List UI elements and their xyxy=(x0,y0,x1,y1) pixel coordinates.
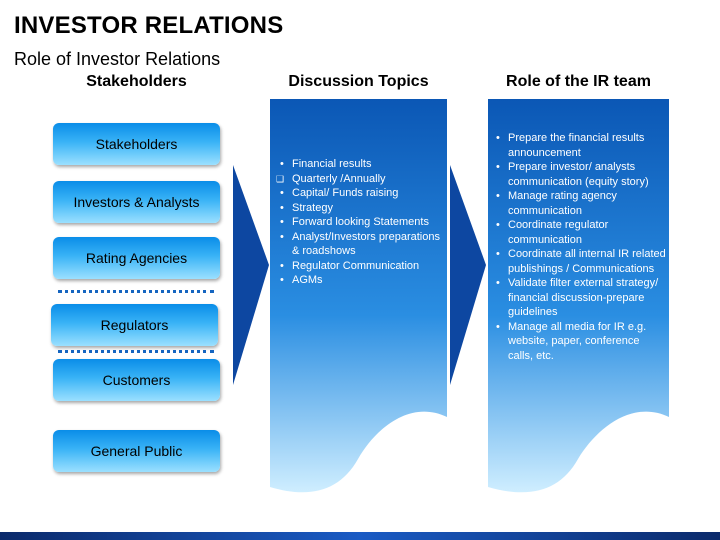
column-header-stakeholders: Stakeholders xyxy=(86,73,187,90)
topic-item: Capital/ Funds raising xyxy=(276,186,446,201)
stakeholder-box-investors-analysts: Investors & Analysts xyxy=(53,181,220,223)
stakeholder-box-regulators: Regulators xyxy=(51,304,218,346)
topic-item: Strategy xyxy=(276,201,446,216)
footer-bar xyxy=(0,532,720,540)
topic-item: AGMs xyxy=(276,273,446,288)
topic-item: Analyst/Investors preparations & roadsho… xyxy=(276,230,446,259)
role-item: Coordinate all internal IR related publi… xyxy=(492,247,667,276)
stakeholder-label: Rating Agencies xyxy=(85,250,188,266)
column-header-topics: Discussion Topics xyxy=(288,73,429,90)
topic-item: Forward looking Statements xyxy=(276,215,446,230)
role-item: Prepare the financial results announceme… xyxy=(492,131,667,160)
role-item: Prepare investor/ analysts communication… xyxy=(492,160,667,189)
role-item: Manage rating agency communication xyxy=(492,189,667,218)
topic-item: Quarterly /Annually xyxy=(276,172,446,187)
stakeholder-label: General Public xyxy=(90,443,183,459)
stakeholder-label: Investors & Analysts xyxy=(73,194,200,210)
stakeholder-box-customers: Customers xyxy=(53,359,220,401)
dotted-separator xyxy=(58,290,214,293)
stakeholder-label: Customers xyxy=(102,372,171,388)
page-title: INVESTOR RELATIONS xyxy=(14,12,284,39)
role-item: Manage all media for IR e.g. website, pa… xyxy=(492,320,667,364)
arrow-right-icon xyxy=(450,165,486,385)
topic-item: Regulator Communication xyxy=(276,259,446,274)
column-header-role: Role of the IR team xyxy=(506,73,651,90)
stakeholder-box-stakeholders: Stakeholders xyxy=(53,123,220,165)
page-subtitle: Role of Investor Relations xyxy=(14,49,221,69)
role-ir-team-panel: Prepare the financial results announceme… xyxy=(488,99,669,505)
stakeholder-box-general-public: General Public xyxy=(53,430,220,472)
role-item: Coordinate regulator communication xyxy=(492,218,667,247)
role-item: Validate filter external strategy/ finan… xyxy=(492,276,667,320)
stakeholder-label: Regulators xyxy=(100,317,169,333)
dotted-separator xyxy=(58,350,214,353)
arrow-right-icon xyxy=(233,165,269,385)
role-list: Prepare the financial results announceme… xyxy=(492,131,667,363)
stakeholder-label: Stakeholders xyxy=(95,136,178,152)
topic-item: Financial results xyxy=(276,157,446,172)
stakeholder-box-rating-agencies: Rating Agencies xyxy=(53,237,220,279)
topics-list: Financial results Quarterly /Annually Ca… xyxy=(276,157,446,288)
discussion-topics-panel: Financial results Quarterly /Annually Ca… xyxy=(270,99,447,505)
